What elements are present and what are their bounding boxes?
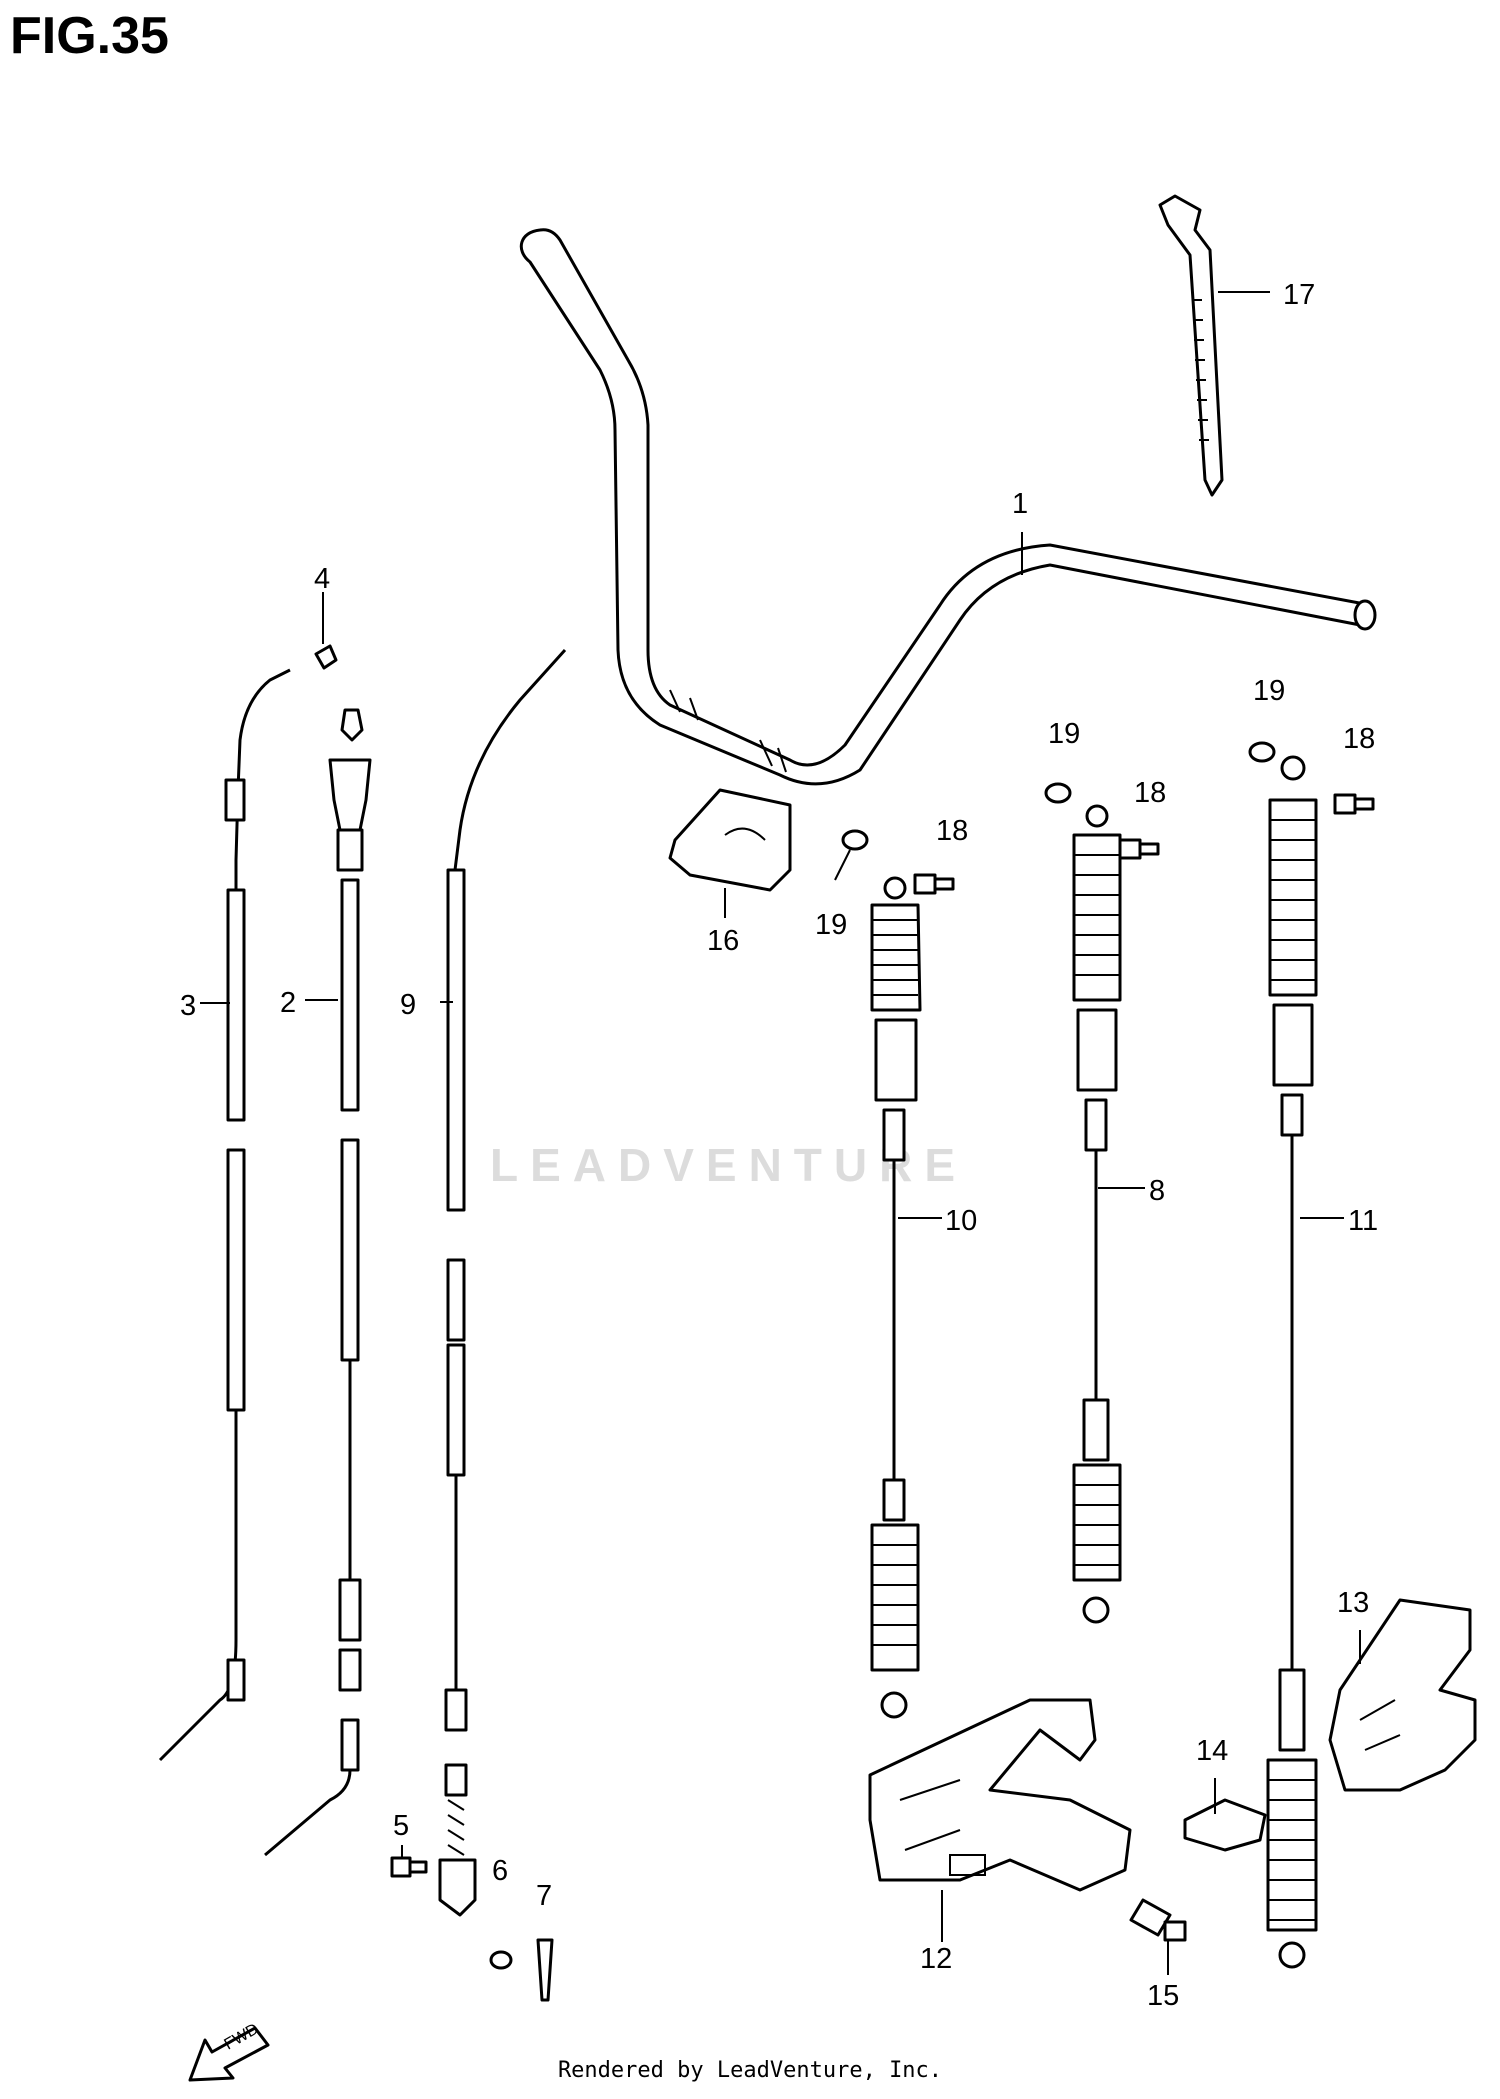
callout-15: 15 <box>1147 1980 1179 2012</box>
shift-cable-11[interactable] <box>1266 755 1318 1969</box>
bolt-15[interactable] <box>1129 1898 1187 1942</box>
washer-19c[interactable] <box>1248 741 1276 763</box>
callout-9: 9 <box>400 989 416 1021</box>
cable-tie[interactable] <box>1158 194 1224 497</box>
bolt-18b[interactable] <box>1118 838 1160 860</box>
callout-19b: 19 <box>1048 718 1080 750</box>
callout-18b: 18 <box>1134 777 1166 809</box>
washer-19a[interactable] <box>841 829 869 851</box>
cotter-pin-7[interactable] <box>536 1938 554 2002</box>
callout-14: 14 <box>1196 1735 1228 1767</box>
callout-19a: 19 <box>815 909 847 941</box>
callout-3: 3 <box>180 990 196 1022</box>
cable-clip-14[interactable] <box>1183 1798 1267 1852</box>
shift-cable-8[interactable] <box>1072 804 1122 1624</box>
handlebar[interactable] <box>519 228 1377 786</box>
footer-credit: Rendered by LeadVenture, Inc. <box>557 2058 943 2083</box>
cable-guide-bracket[interactable] <box>668 788 792 892</box>
callout-5: 5 <box>393 1810 409 1842</box>
bolt-18c[interactable] <box>1333 793 1375 815</box>
callout-2: 2 <box>280 987 296 1019</box>
cable-bracket-13[interactable] <box>1328 1598 1477 1792</box>
nut-4[interactable] <box>314 644 338 670</box>
brake-cable[interactable] <box>438 648 567 1917</box>
callout-8: 8 <box>1149 1175 1165 1207</box>
callout-19c: 19 <box>1253 675 1285 707</box>
figure-title: FIG.35 <box>10 7 169 65</box>
washer-19b[interactable] <box>1044 782 1072 804</box>
callout-17: 17 <box>1283 279 1315 311</box>
callout-1: 1 <box>1012 488 1028 520</box>
callout-7: 7 <box>536 1880 552 1912</box>
throttle-cable[interactable] <box>158 668 291 1762</box>
cable-bracket-12[interactable] <box>868 1698 1132 1892</box>
shift-cable-10[interactable] <box>870 876 922 1719</box>
callout-4: 4 <box>314 563 330 595</box>
callout-13: 13 <box>1337 1587 1369 1619</box>
callout-12: 12 <box>920 1943 952 1975</box>
callout-6: 6 <box>492 1855 508 1887</box>
callout-16: 16 <box>707 925 739 957</box>
choke-cable[interactable] <box>264 708 372 1857</box>
watermark-text: LEADVENTURE <box>490 1139 968 1191</box>
callout-18a: 18 <box>936 815 968 847</box>
callout-11: 11 <box>1348 1205 1378 1237</box>
callout-10: 10 <box>945 1205 977 1237</box>
callout-18c: 18 <box>1343 723 1375 755</box>
bolt-18a[interactable] <box>913 873 955 895</box>
bolt-5[interactable] <box>390 1856 428 1878</box>
washer-6[interactable] <box>489 1950 513 1970</box>
leader-lines <box>200 291 1361 1975</box>
